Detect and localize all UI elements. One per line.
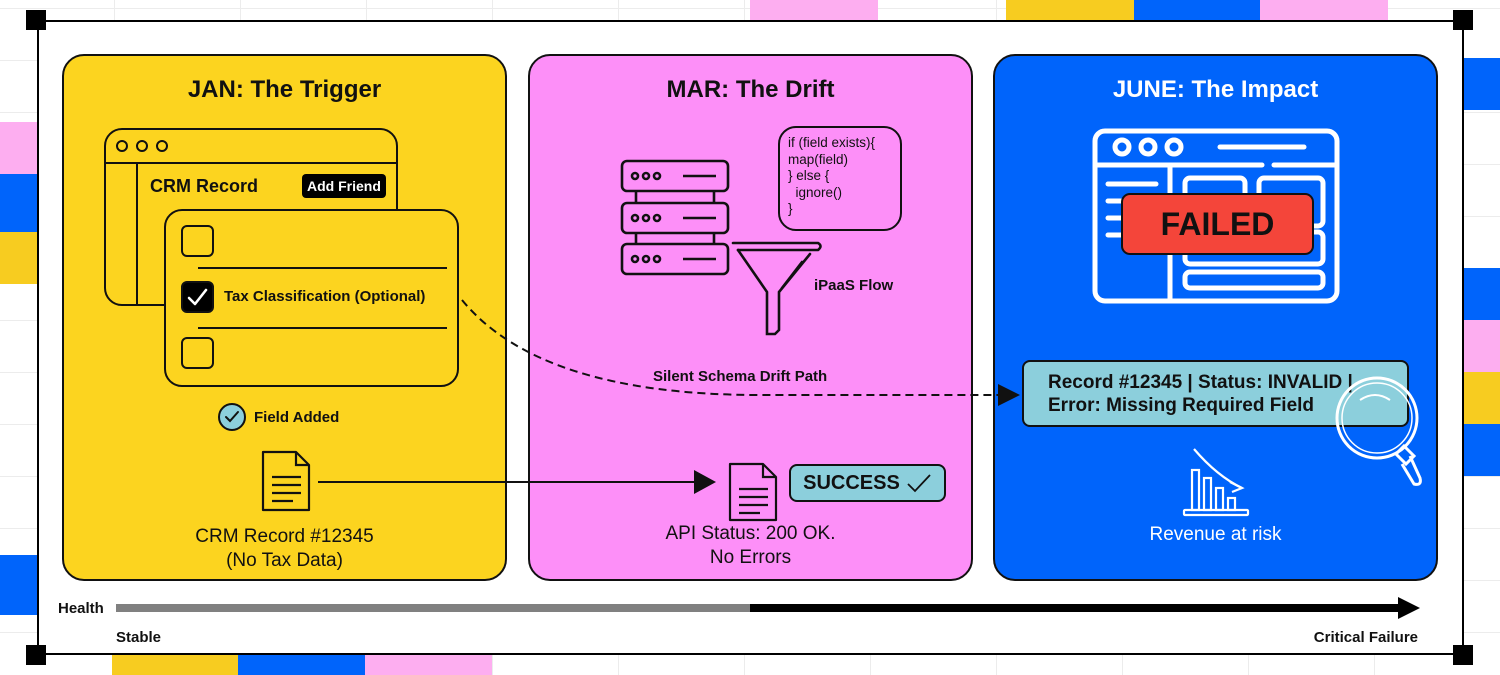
panel-title: JUNE: The Impact (1112, 76, 1319, 103)
frame-corner-handle (26, 10, 46, 30)
error-line: Error: Missing Required Field (1048, 395, 1315, 416)
checkmark-icon (907, 474, 931, 493)
caption-line: CRM Record #12345 (195, 526, 374, 547)
frame-corner-handle (1453, 645, 1473, 665)
bg-block (0, 122, 37, 174)
caption-line: (No Tax Data) (226, 550, 343, 571)
stable-label: Stable (116, 629, 162, 646)
bg-block (1464, 320, 1500, 372)
bg-block (750, 0, 878, 20)
ipaas-flow-label: iPaaS Flow (814, 277, 894, 294)
field-added-status: Field Added (218, 403, 339, 431)
window-sidebar-divider (136, 162, 138, 304)
drift-path-label: Silent Schema Drift Path (653, 368, 828, 385)
panel-jan-trigger: JAN: The Trigger CRM Record Add Friend T… (62, 54, 507, 581)
revenue-at-risk-label: Revenue at risk (1149, 524, 1282, 545)
panel-title: JAN: The Trigger (187, 76, 382, 103)
bg-block (1134, 0, 1260, 20)
bg-block (1464, 268, 1500, 320)
critical-failure-label: Critical Failure (1313, 629, 1418, 646)
crm-window-title: CRM Record (150, 176, 259, 196)
error-line: Record #12345 | Status: INVALID | (1048, 372, 1353, 393)
field-checkbox[interactable] (181, 225, 214, 257)
api-status-caption: API Status: 200 OK. No Errors (530, 522, 971, 570)
success-label: SUCCESS (803, 471, 900, 494)
caption-line: No Errors (709, 547, 792, 568)
error-log-box: Record #12345 | Status: INVALID | Error:… (1022, 360, 1409, 427)
panel-june-impact: JUNE: The Impact FAILED Revenue at r (993, 54, 1438, 581)
bg-block (1464, 58, 1500, 110)
bg-block (365, 655, 492, 675)
bg-block (0, 174, 37, 232)
frame-corner-handle (1453, 10, 1473, 30)
field-added-label: Field Added (254, 408, 340, 426)
server-stack-icon (620, 159, 730, 276)
field-divider (198, 267, 447, 269)
bg-block (1464, 372, 1500, 424)
crm-window: CRM Record Add Friend (104, 128, 398, 306)
panel-title: MAR: The Drift (666, 76, 835, 103)
frame-corner-handle (26, 645, 46, 665)
tax-classification-checkbox[interactable] (181, 281, 214, 313)
document-icon (261, 450, 311, 512)
field-checkbox[interactable] (181, 337, 214, 369)
health-axis-label: Health (58, 600, 104, 617)
declining-chart-icon (1182, 448, 1250, 517)
funnel-icon (731, 241, 822, 336)
bg-block (0, 232, 37, 284)
check-circle-icon (218, 403, 246, 431)
window-header-divider (106, 162, 396, 164)
window-dot-icon (136, 140, 148, 152)
success-badge: SUCCESS (789, 464, 946, 502)
window-dot-icon (156, 140, 168, 152)
field-form-card: Tax Classification (Optional) (164, 209, 459, 387)
bg-block (1006, 0, 1134, 20)
tax-classification-label: Tax Classification (Optional) (224, 288, 426, 305)
bg-block (1464, 424, 1500, 476)
caption-line: API Status: 200 OK. (665, 523, 836, 544)
field-divider (198, 327, 447, 329)
checkmark-icon (187, 288, 208, 306)
bg-block (112, 655, 238, 675)
add-friend-button[interactable]: Add Friend (302, 174, 386, 198)
bg-block (1260, 0, 1388, 20)
document-icon (728, 462, 778, 522)
panel-mar-drift: MAR: The Drift if (field exists){ map(fi… (528, 54, 973, 581)
failed-banner: FAILED (1121, 193, 1314, 255)
bg-block (0, 555, 37, 615)
bg-block (238, 655, 365, 675)
crm-record-caption: CRM Record #12345 (No Tax Data) (64, 525, 505, 573)
window-dot-icon (116, 140, 128, 152)
code-snippet-box: if (field exists){ map(field) } else { i… (778, 126, 902, 231)
